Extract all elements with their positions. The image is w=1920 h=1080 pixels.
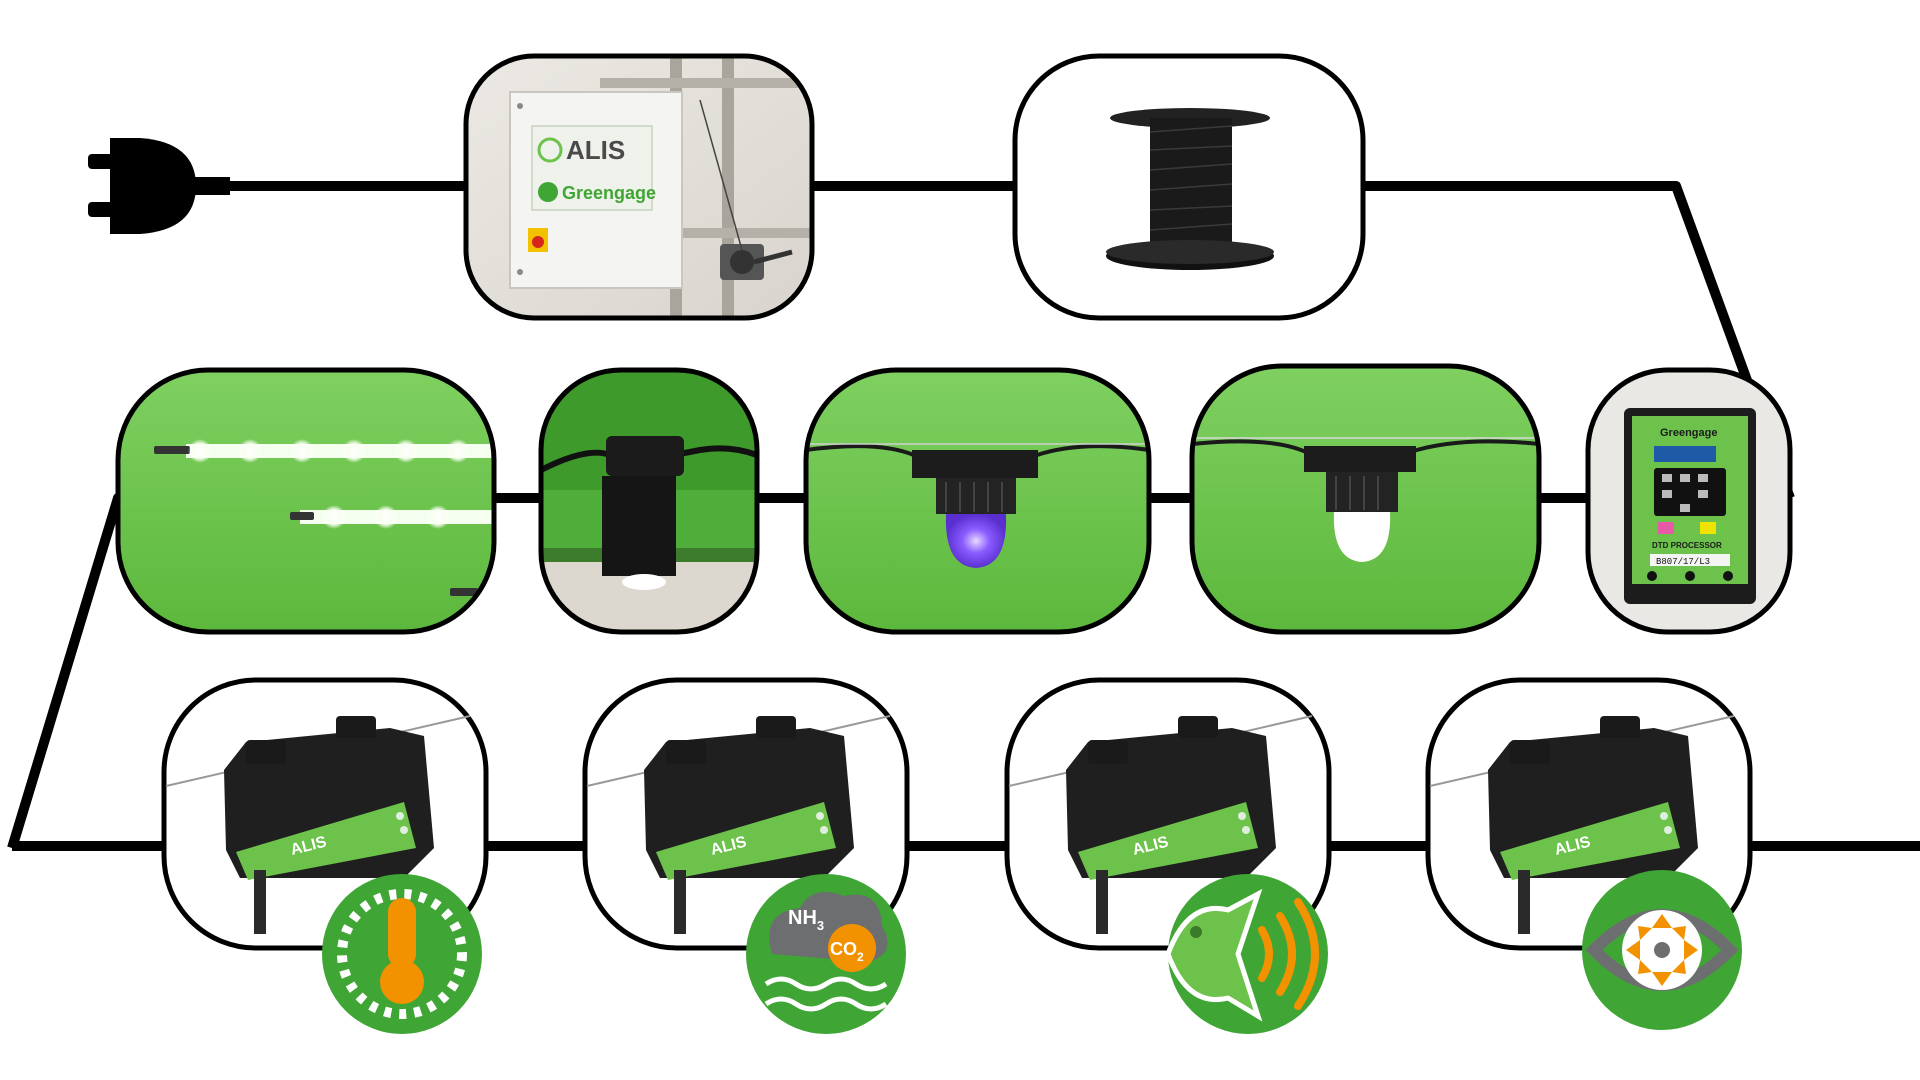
cable-reel-icon <box>1106 108 1274 270</box>
cabinet-brand-primary: ALIS <box>566 135 625 165</box>
co2-label: CO2 <box>830 939 864 964</box>
thermometer-icon <box>337 889 467 1019</box>
gas-sensor-panel: ALIS NH3 CO2 <box>582 677 910 1034</box>
downlight-panel <box>538 367 760 635</box>
white-bulb-icon <box>1192 437 1539 562</box>
dtd-processor-panel: Greengage DTD PROCESSOR B807/17/L3 <box>1585 367 1793 635</box>
white-lamp-panel <box>1189 363 1542 635</box>
sensor-device-icon: ALIS <box>1429 715 1735 934</box>
alis-logo-icon <box>537 137 563 163</box>
dtd-code: B807/17/L3 <box>1656 557 1710 567</box>
dtd-processor-icon: Greengage DTD PROCESSOR B807/17/L3 <box>1624 408 1756 604</box>
cabinet-brand-secondary: Greengage <box>562 183 656 203</box>
eye-movement-icon <box>1585 909 1739 991</box>
bird-signal-icon <box>1165 888 1319 1022</box>
bird-activity-sensor-panel: ALIS <box>1004 677 1332 1034</box>
sensor-device-icon: ALIS <box>1008 715 1313 934</box>
uv-bulb-icon <box>806 443 1149 568</box>
sensor-device-icon: ALIS <box>586 715 891 934</box>
gas-cloud-icon: NH3 CO2 <box>764 892 888 1012</box>
control-cabinet-panel: ALIS Greengage <box>463 53 815 321</box>
cable-reel-panel <box>1012 53 1366 321</box>
led-strip-panel <box>115 367 497 635</box>
uv-lamp-panel <box>803 367 1152 635</box>
power-plug-icon <box>88 138 230 234</box>
downlight-icon <box>541 436 757 590</box>
greengage-logo-icon <box>538 182 558 202</box>
temperature-sensor-panel: ALIS <box>161 677 489 1034</box>
dtd-label: DTD PROCESSOR <box>1652 541 1722 550</box>
vision-sensor-panel: ALIS <box>1425 677 1753 1030</box>
dtd-brand: Greengage <box>1660 427 1717 439</box>
sensor-device-icon: ALIS <box>165 715 471 934</box>
nh3-label: NH3 <box>788 907 824 933</box>
led-strip-icon <box>154 439 494 596</box>
